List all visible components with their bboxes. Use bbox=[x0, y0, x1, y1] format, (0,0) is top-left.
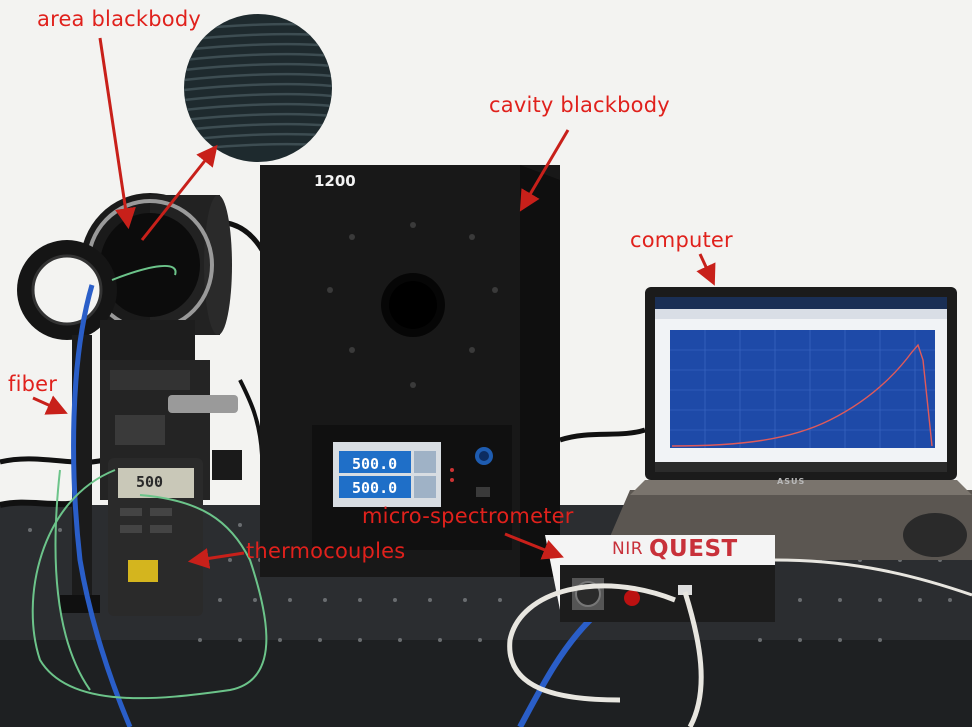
spectrometer-brand-suffix: QUEST bbox=[649, 536, 738, 562]
arrow-fiber bbox=[32, 395, 68, 415]
label-thermocouples: thermocouples bbox=[246, 539, 406, 563]
arrow-cavity-blackbody bbox=[519, 129, 570, 212]
lcd-set-value: 500.0 bbox=[352, 455, 398, 473]
label-fiber: fiber bbox=[8, 372, 58, 396]
label-area-blackbody: area blackbody bbox=[37, 7, 201, 31]
fiber-cable bbox=[71, 284, 133, 727]
spectrometer-brand-prefix: NIR bbox=[612, 539, 644, 559]
cavity-blackbody-device bbox=[260, 165, 560, 577]
arrow-thermocouples bbox=[187, 548, 245, 569]
thermocouple-wire bbox=[31, 264, 268, 700]
arrow-micro-spectrometer bbox=[504, 532, 564, 560]
thermometer-meter bbox=[108, 458, 203, 616]
arrow-computer bbox=[696, 253, 716, 286]
label-computer: computer bbox=[630, 228, 733, 252]
arrow-area-blackbody bbox=[98, 37, 136, 230]
label-cavity-blackbody: cavity blackbody bbox=[489, 93, 670, 117]
spectrum-curve bbox=[671, 343, 933, 447]
area-blackbody-inset bbox=[184, 14, 332, 162]
micro-spectrometer-device bbox=[545, 535, 775, 622]
cavity-model-number: 1200 bbox=[314, 172, 356, 190]
label-micro-spectrometer: micro-spectrometer bbox=[362, 504, 574, 528]
laptop-computer bbox=[600, 287, 972, 560]
mouse bbox=[903, 513, 967, 557]
arrow-inset bbox=[140, 144, 218, 241]
annotation-arrows bbox=[32, 37, 716, 569]
thermometer-reading: 500 bbox=[136, 473, 164, 491]
laptop-brand: ASUS bbox=[777, 477, 806, 486]
lcd-actual-value: 500.0 bbox=[352, 479, 398, 497]
